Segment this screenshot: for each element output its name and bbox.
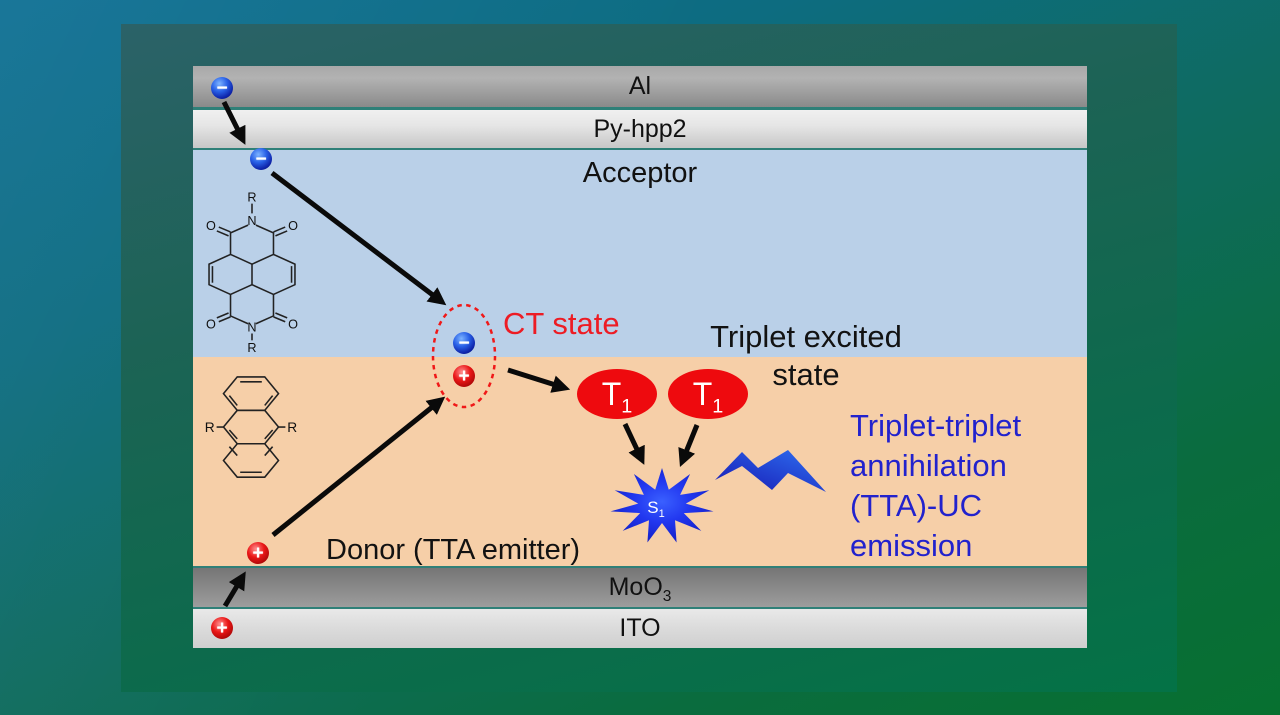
t1-right-label: T1 <box>692 375 724 417</box>
electron-in-al: − <box>211 77 233 99</box>
triplet-excited-state-label: Triplet excited state <box>666 318 946 394</box>
tta-line4: emission <box>850 528 973 563</box>
layer-moo3: MoO3 <box>193 568 1087 607</box>
carrier-arrows <box>221 100 700 608</box>
arrow-hole-to-ct <box>271 396 446 537</box>
layer-al: Al <box>193 66 1087 107</box>
anthracene-bonds <box>216 376 286 478</box>
ndi-molecule-structure: R N O O O O N R <box>206 191 298 354</box>
minus-icon: − <box>255 148 267 170</box>
ct-state-dashed-ellipse <box>431 303 497 409</box>
layer-separator <box>193 107 1087 110</box>
layer-acceptor: Acceptor <box>193 150 1087 357</box>
tta-line2: annihilation <box>850 448 1007 483</box>
hole-in-ito: + <box>211 617 233 639</box>
process-overlay: S1 <box>221 100 826 608</box>
layer-ito-label: ITO <box>619 614 661 642</box>
arrow-t1-right-to-s1 <box>678 424 700 468</box>
electron-in-ct-state: − <box>453 332 475 354</box>
anthracene-molecule-structure: R R <box>205 376 298 478</box>
s1-star-shape <box>610 468 714 543</box>
arrow-t1-left-to-s1 <box>622 422 645 465</box>
s1-star: S1 <box>610 468 714 543</box>
layer-al-label: Al <box>628 72 652 100</box>
plus-icon: + <box>216 617 228 639</box>
t1-state-left: T1 <box>577 369 657 419</box>
layer-separator <box>193 607 1087 609</box>
arrow-ct-to-t1 <box>507 367 571 393</box>
anthracene-atom-labels: R R <box>205 420 298 435</box>
tta-uc-emission-label: Triplet-triplet annihilation (TTA)-UC em… <box>850 406 1021 566</box>
ndi-o-top-right: O <box>288 219 298 233</box>
triplet-excited-line1: Triplet excited <box>710 319 902 354</box>
t1-state-right: T1 <box>668 369 748 419</box>
ndi-r-top: R <box>247 191 256 205</box>
minus-icon: − <box>458 332 470 354</box>
ndi-r-bottom: R <box>247 341 256 354</box>
device-diagram: Al Py-hpp2 Acceptor MoO3 ITO <box>193 66 1087 648</box>
ndi-bonds <box>208 203 296 341</box>
anthracene-r-right: R <box>287 420 297 435</box>
layer-acceptor-label: Acceptor <box>582 157 698 189</box>
minus-icon: − <box>216 77 228 99</box>
donor-layer-label: Donor (TTA emitter) <box>326 534 581 566</box>
t1-left-label: T1 <box>601 375 633 417</box>
tta-emission-bolt <box>715 450 826 492</box>
arrow-electron-injection <box>221 100 246 145</box>
ndi-o-bottom-left: O <box>206 318 216 332</box>
layer-py-hpp2-label: Py-hpp2 <box>593 114 687 143</box>
ndi-n-top: N <box>247 214 256 228</box>
electron-in-acceptor: − <box>250 148 272 170</box>
ct-state-label: CT state <box>503 306 620 341</box>
arrow-electron-to-ct <box>270 171 447 306</box>
triplet-excited-line2: state <box>772 357 840 392</box>
layer-py-hpp2: Py-hpp2 <box>193 110 1087 148</box>
lightning-bolt-icon <box>715 450 826 492</box>
ndi-n-bottom: N <box>247 321 256 335</box>
plus-icon: + <box>458 365 470 387</box>
ndi-o-top-left: O <box>206 219 216 233</box>
ndi-o-bottom-right: O <box>288 318 298 332</box>
layer-moo3-label: MoO3 <box>608 573 672 605</box>
arrow-hole-injection <box>222 571 246 608</box>
layer-ito: ITO <box>193 609 1087 648</box>
plus-icon: + <box>252 542 264 564</box>
hole-in-ct-state: + <box>453 365 475 387</box>
tta-line1: Triplet-triplet <box>850 408 1022 443</box>
layer-separator <box>193 566 1087 568</box>
hole-in-donor: + <box>247 542 269 564</box>
s1-label: S1 <box>647 498 664 520</box>
layer-separator <box>193 148 1087 150</box>
tta-line3: (TTA)-UC <box>850 488 982 523</box>
anthracene-r-left: R <box>205 420 215 435</box>
ndi-atom-labels: R N O O O O N R <box>206 191 298 354</box>
